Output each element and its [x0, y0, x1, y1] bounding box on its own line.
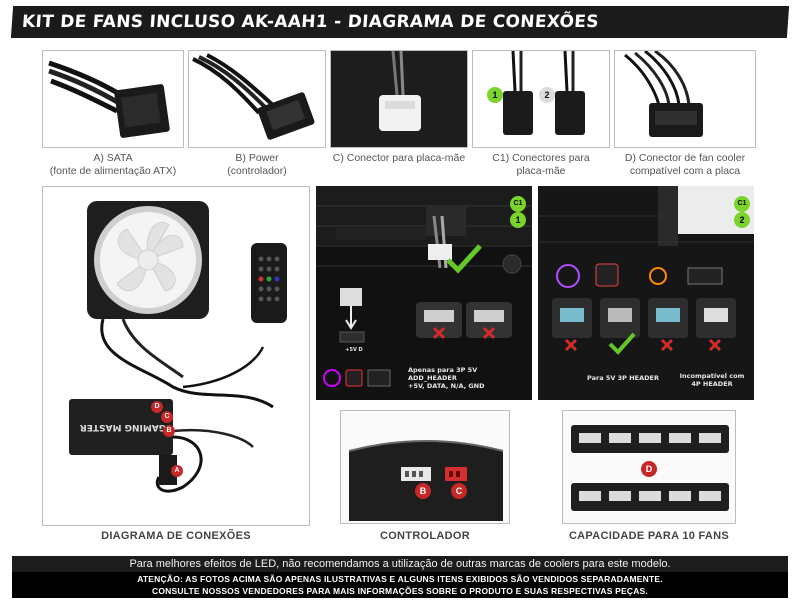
mobo-connector-illustration [331, 51, 467, 147]
diagram-illustration: GAMING MASTER [69, 201, 287, 493]
diagram-badge-d: D [151, 401, 163, 413]
header-text-line: Apenas para 3P 5V ADD_HEADER [408, 366, 478, 382]
warning-notice: ATENÇÃO: AS FOTOS ACIMA SÃO APENAS ILUST… [12, 572, 788, 598]
warning-line: ATENÇÃO: AS FOTOS ACIMA SÃO APENAS ILUST… [137, 574, 663, 584]
caption-line: A) SATA [93, 152, 133, 164]
fan-connector-illustration [624, 51, 703, 137]
mobo-header-panel-right: C1 2 Para 5V 3P HEADER Incompatível com … [538, 186, 754, 400]
caption-line: C1) Conectores para [492, 152, 590, 164]
c1-badge-1: 1 [487, 87, 503, 103]
mobo-right-badge-2: 2 [734, 212, 750, 228]
label-incompatible: Incompatível com 4P HEADER [672, 372, 752, 388]
diagram-badge-c: C [161, 411, 173, 423]
caption-line: (fonte de alimentação ATX) [49, 165, 177, 177]
add-header-text: Apenas para 3P 5V ADD_HEADER +5V, DATA, … [408, 366, 528, 390]
caption-line: placa-mãe [516, 165, 566, 177]
capacity-badge-d: D [641, 461, 657, 477]
c1-connectors-illustration [503, 51, 585, 135]
caption-line: compatível com a placa [629, 165, 741, 177]
diagram-caption: DIAGRAMA DE CONEXÕES [101, 530, 251, 542]
caption-line: (controlador) [227, 165, 287, 177]
mobo-left-illustration [316, 186, 532, 400]
connection-diagram-panel: GAMING MASTER D C B A [42, 186, 310, 526]
warning-line: CONSULTE NOSSOS VENDEDORES PARA MAIS INF… [152, 586, 648, 596]
label-line: 4P HEADER [691, 380, 733, 388]
capacity-caption: CAPACIDADE PARA 10 FANS [568, 530, 730, 542]
power-connector-illustration [192, 53, 315, 140]
connector-photo-sata [42, 50, 184, 148]
connector-photo-c1: 1 2 [472, 50, 610, 148]
caption-line: C) Conector para placa-mãe [332, 152, 466, 164]
pin-label: +5V D [345, 347, 363, 353]
page-title: KIT DE FANS INCLUSO AK-AAH1 - DIAGRAMA D… [10, 6, 790, 38]
c1-badge-2: 2 [539, 87, 555, 103]
capacity-panel: D [562, 410, 736, 524]
connector-caption-power: B) Power (controlador) [186, 152, 328, 178]
led-notice: Para melhores efeitos de LED, não recome… [12, 556, 788, 572]
mobo-left-badge-c1: C1 [510, 196, 526, 212]
controller-badge-c: C [451, 483, 467, 499]
diagram-badge-b: B [163, 425, 175, 437]
connector-photo-power [188, 50, 326, 148]
mobo-right-badge-c1: C1 [734, 196, 750, 212]
connector-caption-fan: D) Conector de fan cooler compatível com… [612, 152, 758, 178]
mobo-left-badge-1: 1 [510, 212, 526, 228]
controller-panel: B C [340, 410, 510, 524]
label-5v-3p: Para 5V 3P HEADER [587, 374, 659, 382]
sata-connector-illustration [48, 60, 170, 138]
controller-brand: GAMING MASTER [80, 422, 166, 432]
controller-caption: CONTROLADOR [379, 530, 471, 542]
connector-photo-motherboard [330, 50, 468, 148]
caption-line: B) Power [235, 152, 279, 164]
controller-badge-b: B [415, 483, 431, 499]
controller-illustration [341, 411, 509, 523]
header-text-line: +5V, DATA, N/A, GND [408, 382, 485, 390]
mobo-right-illustration [538, 186, 754, 400]
caption-line: D) Conector de fan cooler [624, 152, 746, 164]
label-line: Incompatível com [679, 372, 745, 380]
diagram-badge-a: A [171, 465, 183, 477]
connector-caption-motherboard: C) Conector para placa-mãe [326, 152, 472, 165]
mobo-header-panel-left: C1 1 +5V D Apenas para 3P 5V ADD_HEADER … [316, 186, 532, 400]
connector-photo-fan [614, 50, 756, 148]
connector-caption-c1: C1) Conectores para placa-mãe [468, 152, 614, 178]
connector-caption-sata: A) SATA (fonte de alimentação ATX) [38, 152, 188, 178]
